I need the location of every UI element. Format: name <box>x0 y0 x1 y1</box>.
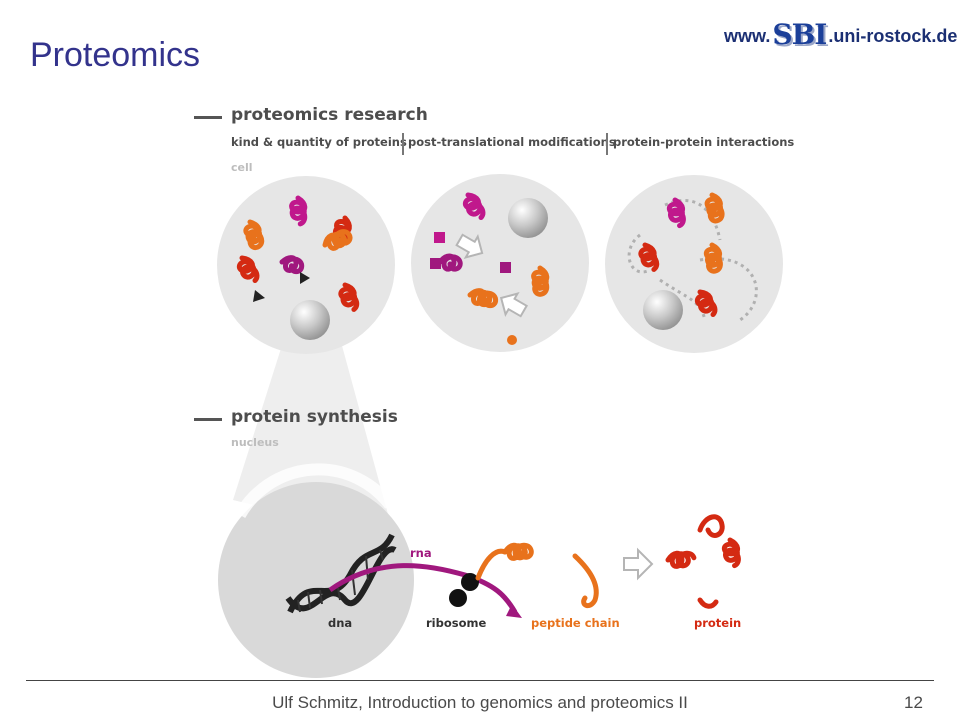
heading-dash <box>194 116 222 119</box>
organelle-sphere <box>643 290 683 330</box>
logo-suffix: .uni-rostock.de <box>828 26 958 46</box>
ribosome-subunit <box>461 573 479 591</box>
rna-arrowhead <box>506 604 522 618</box>
footer-divider <box>26 680 934 681</box>
dna-strand <box>287 533 395 614</box>
dna-helix <box>285 533 397 614</box>
cell-label: cell <box>231 161 253 174</box>
tag-ptm: post-translational modifications <box>408 135 616 149</box>
organelle-sphere <box>290 300 330 340</box>
process-arrow <box>499 292 529 318</box>
process-arrow <box>455 233 484 259</box>
protein-helix <box>469 289 497 306</box>
ptm-group <box>500 262 511 273</box>
slide-title: Proteomics <box>30 36 201 74</box>
protein-helix <box>533 267 548 294</box>
cell-circle <box>217 176 395 354</box>
ribosome <box>449 573 479 607</box>
tag-separator <box>606 133 608 155</box>
folded-protein <box>667 514 740 609</box>
peptide-helix <box>504 544 531 559</box>
peptide-chain <box>475 544 599 609</box>
research-header: proteomics research kind & quantity of p… <box>194 105 794 174</box>
logo-prefix: www. <box>724 26 771 46</box>
ptm-group <box>430 258 441 269</box>
rna-strand <box>328 563 518 614</box>
ptm-group <box>507 335 517 345</box>
synthesis-heading: protein synthesis <box>231 407 398 427</box>
research-heading: proteomics research <box>231 105 428 125</box>
protein-helix <box>667 552 694 567</box>
cell-ppi <box>605 175 783 353</box>
helix-tip <box>253 290 265 302</box>
peptide-label: peptide chain <box>531 616 620 630</box>
dna-base-pairs <box>297 549 384 613</box>
tag-separator <box>402 133 404 155</box>
tag-kind-quantity: kind & quantity of proteins <box>231 135 407 149</box>
rna-label: rna <box>410 546 432 560</box>
protein-label: protein <box>694 616 741 630</box>
cell-ptm <box>411 174 589 352</box>
folding-arrow <box>623 547 654 581</box>
nucleus-circle <box>218 482 414 678</box>
ribosome-subunit <box>449 589 467 607</box>
site-logo: www.SBI.uni-rostock.de <box>724 18 957 51</box>
tag-ppi: protein-protein interactions <box>613 135 794 149</box>
nucleus <box>218 463 414 678</box>
ptm-group <box>434 232 445 243</box>
interaction-link <box>627 198 758 322</box>
cell-kind-quantity <box>217 176 395 354</box>
ribosome-label: ribosome <box>426 616 486 630</box>
dna-strand <box>285 546 397 612</box>
synthesis-header: protein synthesis nucleus <box>194 407 398 449</box>
nucleus-label: nucleus <box>231 436 279 449</box>
protein-helix <box>723 539 740 567</box>
helix-tip <box>300 272 310 284</box>
page-number: 12 <box>904 693 923 712</box>
dna-label: dna <box>328 616 352 630</box>
protein-helix <box>281 256 303 272</box>
organelle-sphere <box>508 198 548 238</box>
nucleus-rim <box>234 463 395 519</box>
sbi-logo-mark: SBI <box>772 18 827 51</box>
heading-dash <box>194 418 222 421</box>
footer-text: Ulf Schmitz, Introduction to genomics an… <box>272 693 688 712</box>
